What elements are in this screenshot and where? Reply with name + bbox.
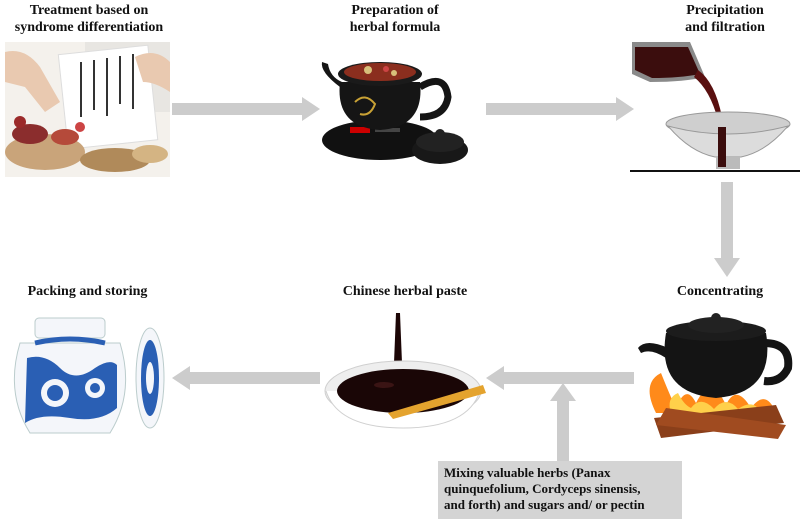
arrow-mixing-up	[550, 383, 576, 463]
mixing-note: Mixing valuable herbs (Panax quinquefoli…	[438, 461, 682, 519]
paste-bowl-image	[324, 313, 486, 429]
mixing-note-line2: quinquefolium, Cordyceps sinensis,	[444, 481, 641, 496]
label-paste: Chinese herbal paste	[342, 284, 468, 299]
label-preparation-line1: Preparation of	[351, 3, 439, 18]
arrow-paste-to-packing	[172, 366, 320, 390]
label-preparation-line2: herbal formula	[349, 20, 441, 35]
arrow-treatment-to-preparation	[172, 97, 320, 121]
label-packing: Packing and storing	[27, 284, 148, 299]
mixing-note-line1: Mixing valuable herbs (Panax	[444, 465, 611, 480]
label-treatment-line1: Treatment based on	[29, 3, 149, 18]
teapot-stove-image	[321, 62, 468, 164]
prescription-herbs-image	[5, 42, 170, 177]
porcelain-jar-image	[13, 317, 165, 434]
teapot-fire-image	[638, 313, 793, 439]
label-precipitation-line2: and filtration	[685, 20, 765, 35]
arrow-preparation-to-precipitation	[486, 97, 634, 121]
label-concentrating: Concentrating	[676, 284, 764, 299]
label-precipitation-line1: Precipitation	[686, 3, 764, 18]
mixing-note-line3: and forth) and sugars and/ or pectin	[444, 497, 645, 512]
arrow-precipitation-to-concentrating	[714, 182, 740, 277]
label-treatment-line2: syndrome differentiation	[14, 20, 164, 35]
label-treatment: Treatment based on syndrome differentiat…	[0, 2, 178, 36]
strainer-image	[630, 42, 800, 172]
arrow-concentrating-to-paste	[486, 366, 634, 390]
label-precipitation: Precipitation and filtration	[660, 2, 790, 36]
label-preparation: Preparation of herbal formula	[320, 2, 470, 36]
